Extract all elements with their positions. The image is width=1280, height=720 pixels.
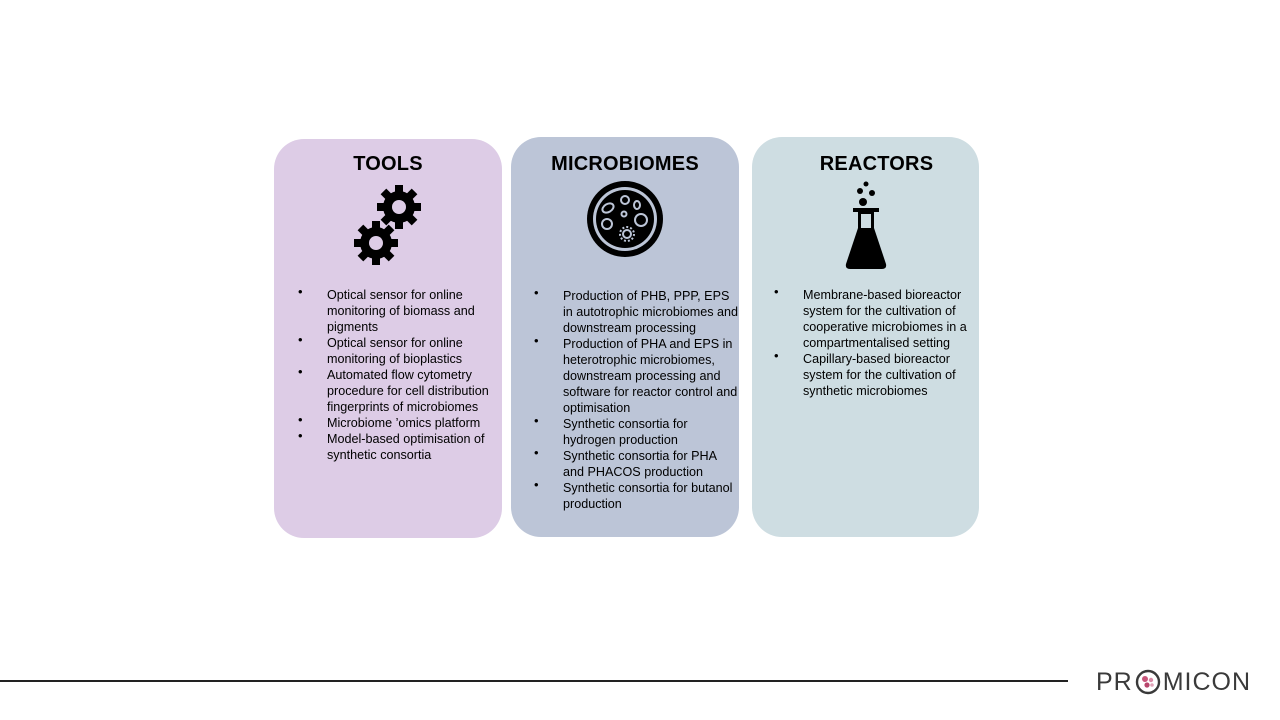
reactors-list: •Membrane-based bioreactor system for th… [774, 284, 975, 399]
list-item: •Production of PHB, PPP, EPS in autotrop… [534, 285, 739, 335]
petri-dish-icon [586, 180, 664, 263]
list-item: •Model-based optimisation of synthetic c… [298, 428, 485, 462]
list-item: •Membrane-based bioreactor system for th… [774, 284, 967, 350]
list-item: •Synthetic consortia for hydrogen produc… [534, 413, 688, 447]
list-item: •Optical sensor for online monitoring of… [298, 284, 475, 334]
tools-card: TOOLS [274, 139, 502, 538]
microbiomes-title: MICROBIOMES [551, 153, 699, 175]
tools-title: TOOLS [353, 153, 423, 175]
list-item: •Synthetic consortia for butanol product… [534, 477, 733, 511]
list-item: •Microbiome ’omics platform [298, 412, 481, 430]
list-item: •Synthetic consortia for PHA and PHACOS … [534, 445, 717, 479]
reactors-card: REACTORS •Membrane-based bioreactor syst… [752, 137, 979, 537]
gears-icon [352, 183, 424, 272]
reactors-title: REACTORS [819, 153, 934, 175]
microbiomes-list: •Production of PHB, PPP, EPS in autotrop… [534, 285, 739, 512]
list-item: •Production of PHA and EPS in heterotrop… [534, 333, 738, 415]
microbiomes-card: MICROBIOMES •Production of PHB, PPP, EPS… [511, 137, 739, 537]
list-item: •Capillary-based bioreactor system for t… [774, 348, 956, 398]
promicon-logo: PR MICON [1096, 667, 1252, 696]
footer-divider [0, 680, 1068, 682]
logo-ring-icon [1135, 669, 1160, 695]
flask-icon [844, 180, 888, 275]
list-item: •Automated flow cytometry procedure for … [298, 364, 489, 414]
tools-list: •Optical sensor for online monitoring of… [298, 284, 493, 463]
list-item: •Optical sensor for online monitoring of… [298, 332, 463, 366]
